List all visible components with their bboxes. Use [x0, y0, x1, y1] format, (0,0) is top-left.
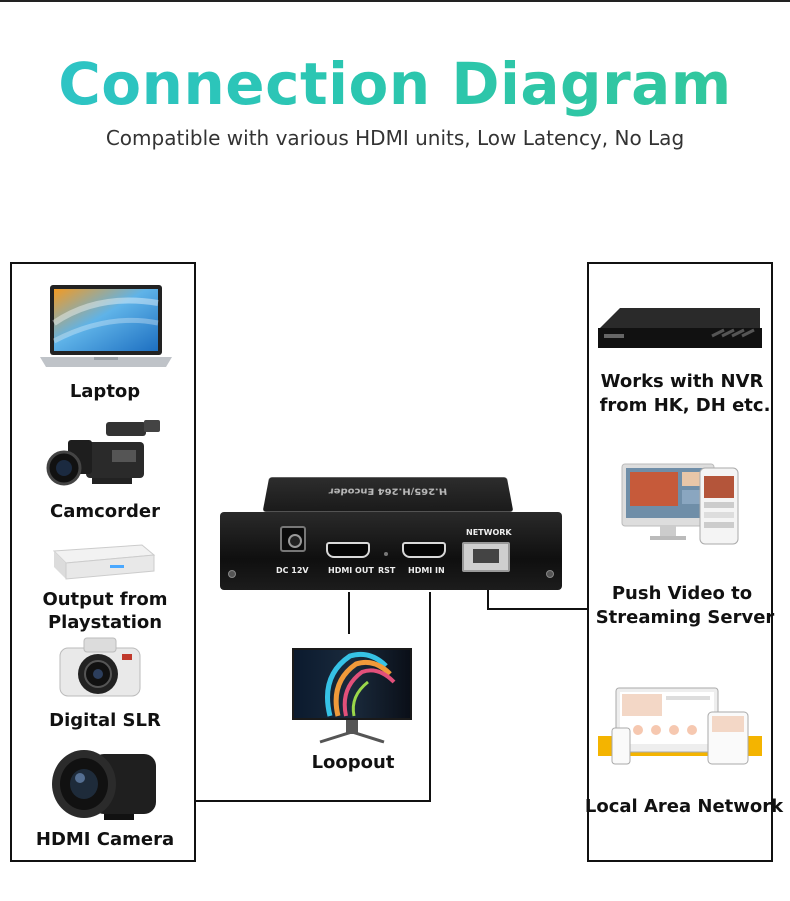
hdmi-in-port — [402, 542, 446, 558]
dest-label-lan: Local Area Network — [584, 796, 784, 817]
wire-network-horizontal — [487, 608, 588, 610]
source-label-dslr: Digital SLR — [49, 710, 161, 731]
wire-hdmi-in-horizontal — [196, 800, 431, 802]
source-label-camcorder: Camcorder — [50, 501, 160, 522]
page-title: Connection Diagram — [0, 50, 790, 118]
hdmi-camera-icon — [52, 750, 156, 820]
dest-label-nvr-line1: Works with NVR — [600, 371, 764, 392]
dc-port-label: DC 12V — [276, 566, 309, 575]
lan-devices-icon — [598, 687, 762, 765]
laptop-icon — [40, 285, 172, 367]
wire-hdmi-out-to-monitor — [348, 592, 350, 634]
dest-label-streaming-line1: Push Video to — [611, 583, 753, 604]
encoder-model-text: H.265/H.264 Encoder — [328, 485, 448, 496]
dc-power-port — [280, 526, 306, 552]
ethernet-port — [462, 542, 510, 572]
source-label-playstation-line1: Output from — [42, 589, 168, 610]
dest-label-nvr-line2: from HK, DH etc. — [599, 395, 771, 416]
wire-network-vertical — [487, 590, 489, 610]
encoder-device: H.265/H.264 Encoder DC 12V HDMI OUT RST … — [220, 470, 562, 592]
camera-icon — [59, 637, 141, 697]
source-label-playstation-line2: Playstation — [47, 612, 163, 633]
hdmi-out-label: HDMI OUT — [328, 566, 374, 575]
game-console-icon — [52, 544, 156, 580]
rst-label: RST — [378, 566, 396, 575]
source-label-hdmi-camera: HDMI Camera — [35, 829, 175, 850]
destinations-panel — [587, 262, 773, 862]
network-label: NETWORK — [466, 528, 512, 537]
screw-icon — [546, 570, 554, 578]
nvr-icon — [598, 308, 762, 348]
dest-label-streaming-line2: Streaming Server — [595, 607, 775, 628]
wire-hdmi-in-vertical — [429, 592, 431, 802]
loopout-label: Loopout — [311, 752, 395, 773]
streaming-screens-icon — [621, 463, 739, 545]
source-label-laptop: Laptop — [69, 381, 141, 402]
camcorder-icon — [46, 420, 160, 486]
page-subtitle: Compatible with various HDMI units, Low … — [105, 126, 685, 150]
screw-icon — [228, 570, 236, 578]
monitor-icon — [292, 648, 412, 744]
encoder-front-panel: DC 12V HDMI OUT RST HDMI IN NETWORK — [220, 512, 562, 590]
reset-button — [384, 552, 388, 556]
top-rule — [0, 0, 790, 2]
hdmi-out-port — [326, 542, 370, 558]
hdmi-in-label: HDMI IN — [408, 566, 445, 575]
encoder-top-panel: H.265/H.264 Encoder — [262, 477, 514, 512]
